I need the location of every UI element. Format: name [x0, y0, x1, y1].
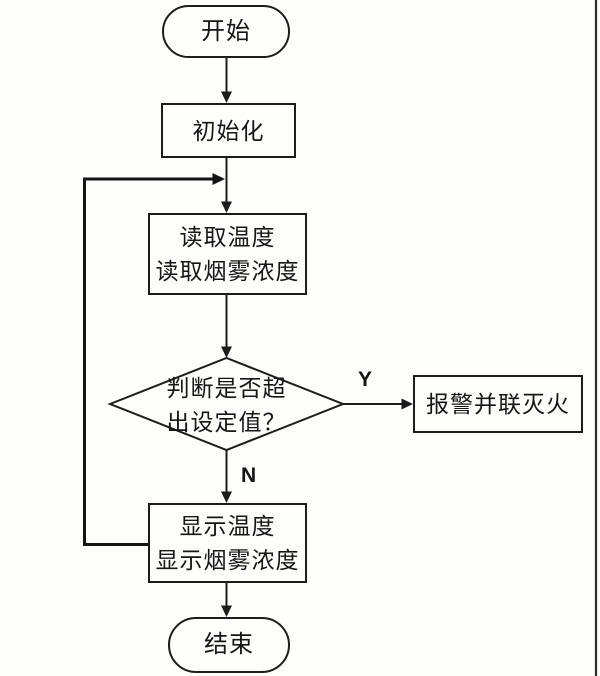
loop-back-line	[83, 173, 225, 546]
arrow-read-to-decision	[221, 295, 232, 358]
arrow-yes-to-alarm	[343, 398, 413, 410]
node-display-line1: 显示温度	[179, 513, 276, 539]
edge-label-no: N	[241, 464, 257, 487]
node-decision-line2: 出设定值？	[166, 409, 287, 435]
node-start-label: 开始	[201, 17, 251, 45]
node-end: 结束	[168, 617, 290, 673]
node-display-readings: 显示温度 显示烟雾浓度	[148, 503, 307, 583]
arrow-init-to-read	[221, 158, 232, 213]
node-alarm-label: 报警并联灭火	[426, 391, 570, 417]
node-decision-line1: 判断是否超	[166, 375, 287, 401]
node-read-sensors: 读取温度 读取烟雾浓度	[148, 213, 307, 295]
node-initialize-label: 初始化	[192, 117, 265, 144]
node-read-line2: 读取烟雾浓度	[155, 258, 300, 284]
arrow-start-to-init	[221, 58, 232, 103]
arrow-display-to-end	[221, 583, 232, 617]
node-end-label: 结束	[204, 631, 254, 658]
node-initialize: 初始化	[161, 103, 296, 158]
node-display-line2: 显示烟雾浓度	[155, 547, 300, 573]
node-alarm-extinguish: 报警并联灭火	[413, 375, 583, 433]
edge-label-yes: Y	[358, 368, 373, 391]
node-decision-threshold: 判断是否超 出设定值？	[128, 372, 325, 438]
arrow-no-to-display	[221, 450, 232, 503]
node-read-line1: 读取温度	[179, 224, 276, 250]
node-start: 开始	[162, 5, 290, 58]
